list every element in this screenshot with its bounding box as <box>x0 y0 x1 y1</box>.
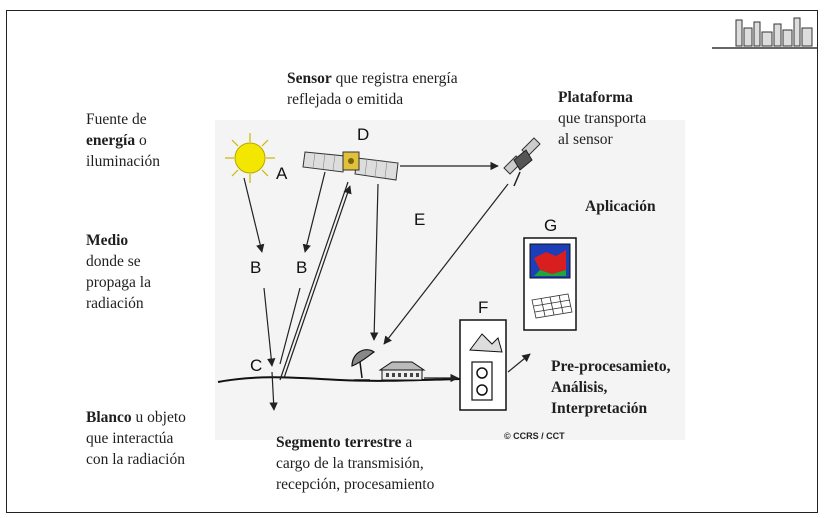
label-medium: Medio donde se propaga la radiación <box>86 232 151 312</box>
arrow-target-down <box>269 371 278 411</box>
arrow-sensor-down-b <box>302 171 326 253</box>
label-energy-source: Fuente de energía o iluminación <box>86 111 161 170</box>
sun-icon <box>225 133 275 183</box>
letter-g: G <box>544 216 558 235</box>
label-platform: Plataforma que transporta al sensor <box>558 89 647 148</box>
arrow-target-to-sensor-2 <box>279 181 349 381</box>
label-application: Aplicación <box>585 198 656 215</box>
letter-d: D <box>357 125 370 144</box>
arrow-b-to-target <box>279 287 301 365</box>
arrow-sensor-to-ground <box>369 183 379 341</box>
label-processing: Pre-procesamieto, Análisis, Interpretaci… <box>551 358 671 417</box>
arrow-target-to-sensor <box>283 185 352 379</box>
letter-c: C <box>250 356 263 375</box>
credit-text: © CCRS / CCT <box>504 431 565 441</box>
diagram-backdrop <box>215 120 685 440</box>
letter-b1: B <box>250 258 262 277</box>
satellite-icon <box>302 151 399 181</box>
label-sensor: Sensor que registra energía reflejada o … <box>287 70 458 108</box>
letter-b2: B <box>296 258 308 277</box>
arrow-medium-to-target <box>263 287 276 367</box>
label-target: Blanco u objeto que interactúa con la ra… <box>86 409 186 468</box>
dish-antenna-icon <box>351 349 376 381</box>
processing-box-icon <box>459 319 507 411</box>
arrow-sun-to-medium <box>243 177 265 253</box>
label-ground-segment: Segmento terrestre a cargo de la transmi… <box>276 434 435 493</box>
city-skyline-icon <box>712 17 818 49</box>
arrow-platform-to-ground <box>383 183 509 345</box>
letter-e: E <box>414 210 426 229</box>
monitor-icon <box>523 237 577 331</box>
energy-arrows <box>243 161 531 411</box>
letter-f: F <box>478 298 489 317</box>
letter-a: A <box>276 164 288 183</box>
arrow-processing-to-application <box>507 353 531 373</box>
small-satellite-icon <box>503 137 541 187</box>
ground-station-icon <box>378 361 426 381</box>
